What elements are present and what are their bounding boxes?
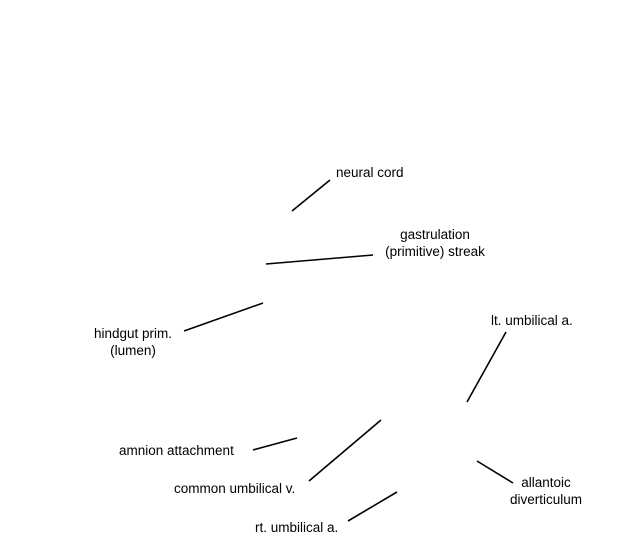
lt-umbilical-artery-text: lt. umbilical a. bbox=[491, 313, 573, 328]
gastrulation-streak-leader bbox=[265, 254, 374, 265]
allantoic-line-2: diverticulum bbox=[509, 492, 583, 507]
common-umbilical-vein-text: common umbilical v. bbox=[174, 481, 296, 496]
lt-umbilical-artery-label: lt. umbilical a. bbox=[491, 312, 573, 329]
neural-cord-text: neural cord bbox=[336, 165, 404, 180]
rt-umbilical-artery-label: rt. umbilical a. bbox=[255, 519, 338, 536]
amnion-attachment-text: amnion attachment bbox=[119, 443, 234, 458]
rt-umbilical-artery-text: rt. umbilical a. bbox=[255, 520, 339, 535]
amnion-attachment-label: amnion attachment bbox=[119, 442, 234, 459]
hindgut-line-1: hindgut prim. bbox=[93, 326, 173, 341]
neural-cord-leader bbox=[291, 179, 331, 212]
hindgut-leader bbox=[183, 302, 264, 332]
lt-umbilical-artery-leader bbox=[466, 331, 507, 403]
gastrulation-line-2: (primitive) streak bbox=[385, 244, 485, 259]
hindgut-label: hindgut prim. (lumen) bbox=[88, 325, 178, 359]
allantoic-diverticulum-leader bbox=[476, 460, 514, 484]
rt-umbilical-artery-leader bbox=[347, 491, 398, 522]
hindgut-line-2: (lumen) bbox=[110, 343, 156, 358]
gastrulation-streak-label: gastrulation (primitive) streak bbox=[374, 226, 496, 260]
allantoic-line-1: allantoic bbox=[521, 475, 571, 490]
neural-cord-label: neural cord bbox=[336, 164, 404, 181]
common-umbilical-vein-leader bbox=[308, 419, 382, 482]
amnion-attachment-leader bbox=[252, 437, 298, 451]
common-umbilical-vein-label: common umbilical v. bbox=[174, 480, 295, 497]
allantoic-diverticulum-label: allantoic diverticulum bbox=[503, 474, 589, 508]
gastrulation-line-1: gastrulation bbox=[400, 227, 470, 242]
